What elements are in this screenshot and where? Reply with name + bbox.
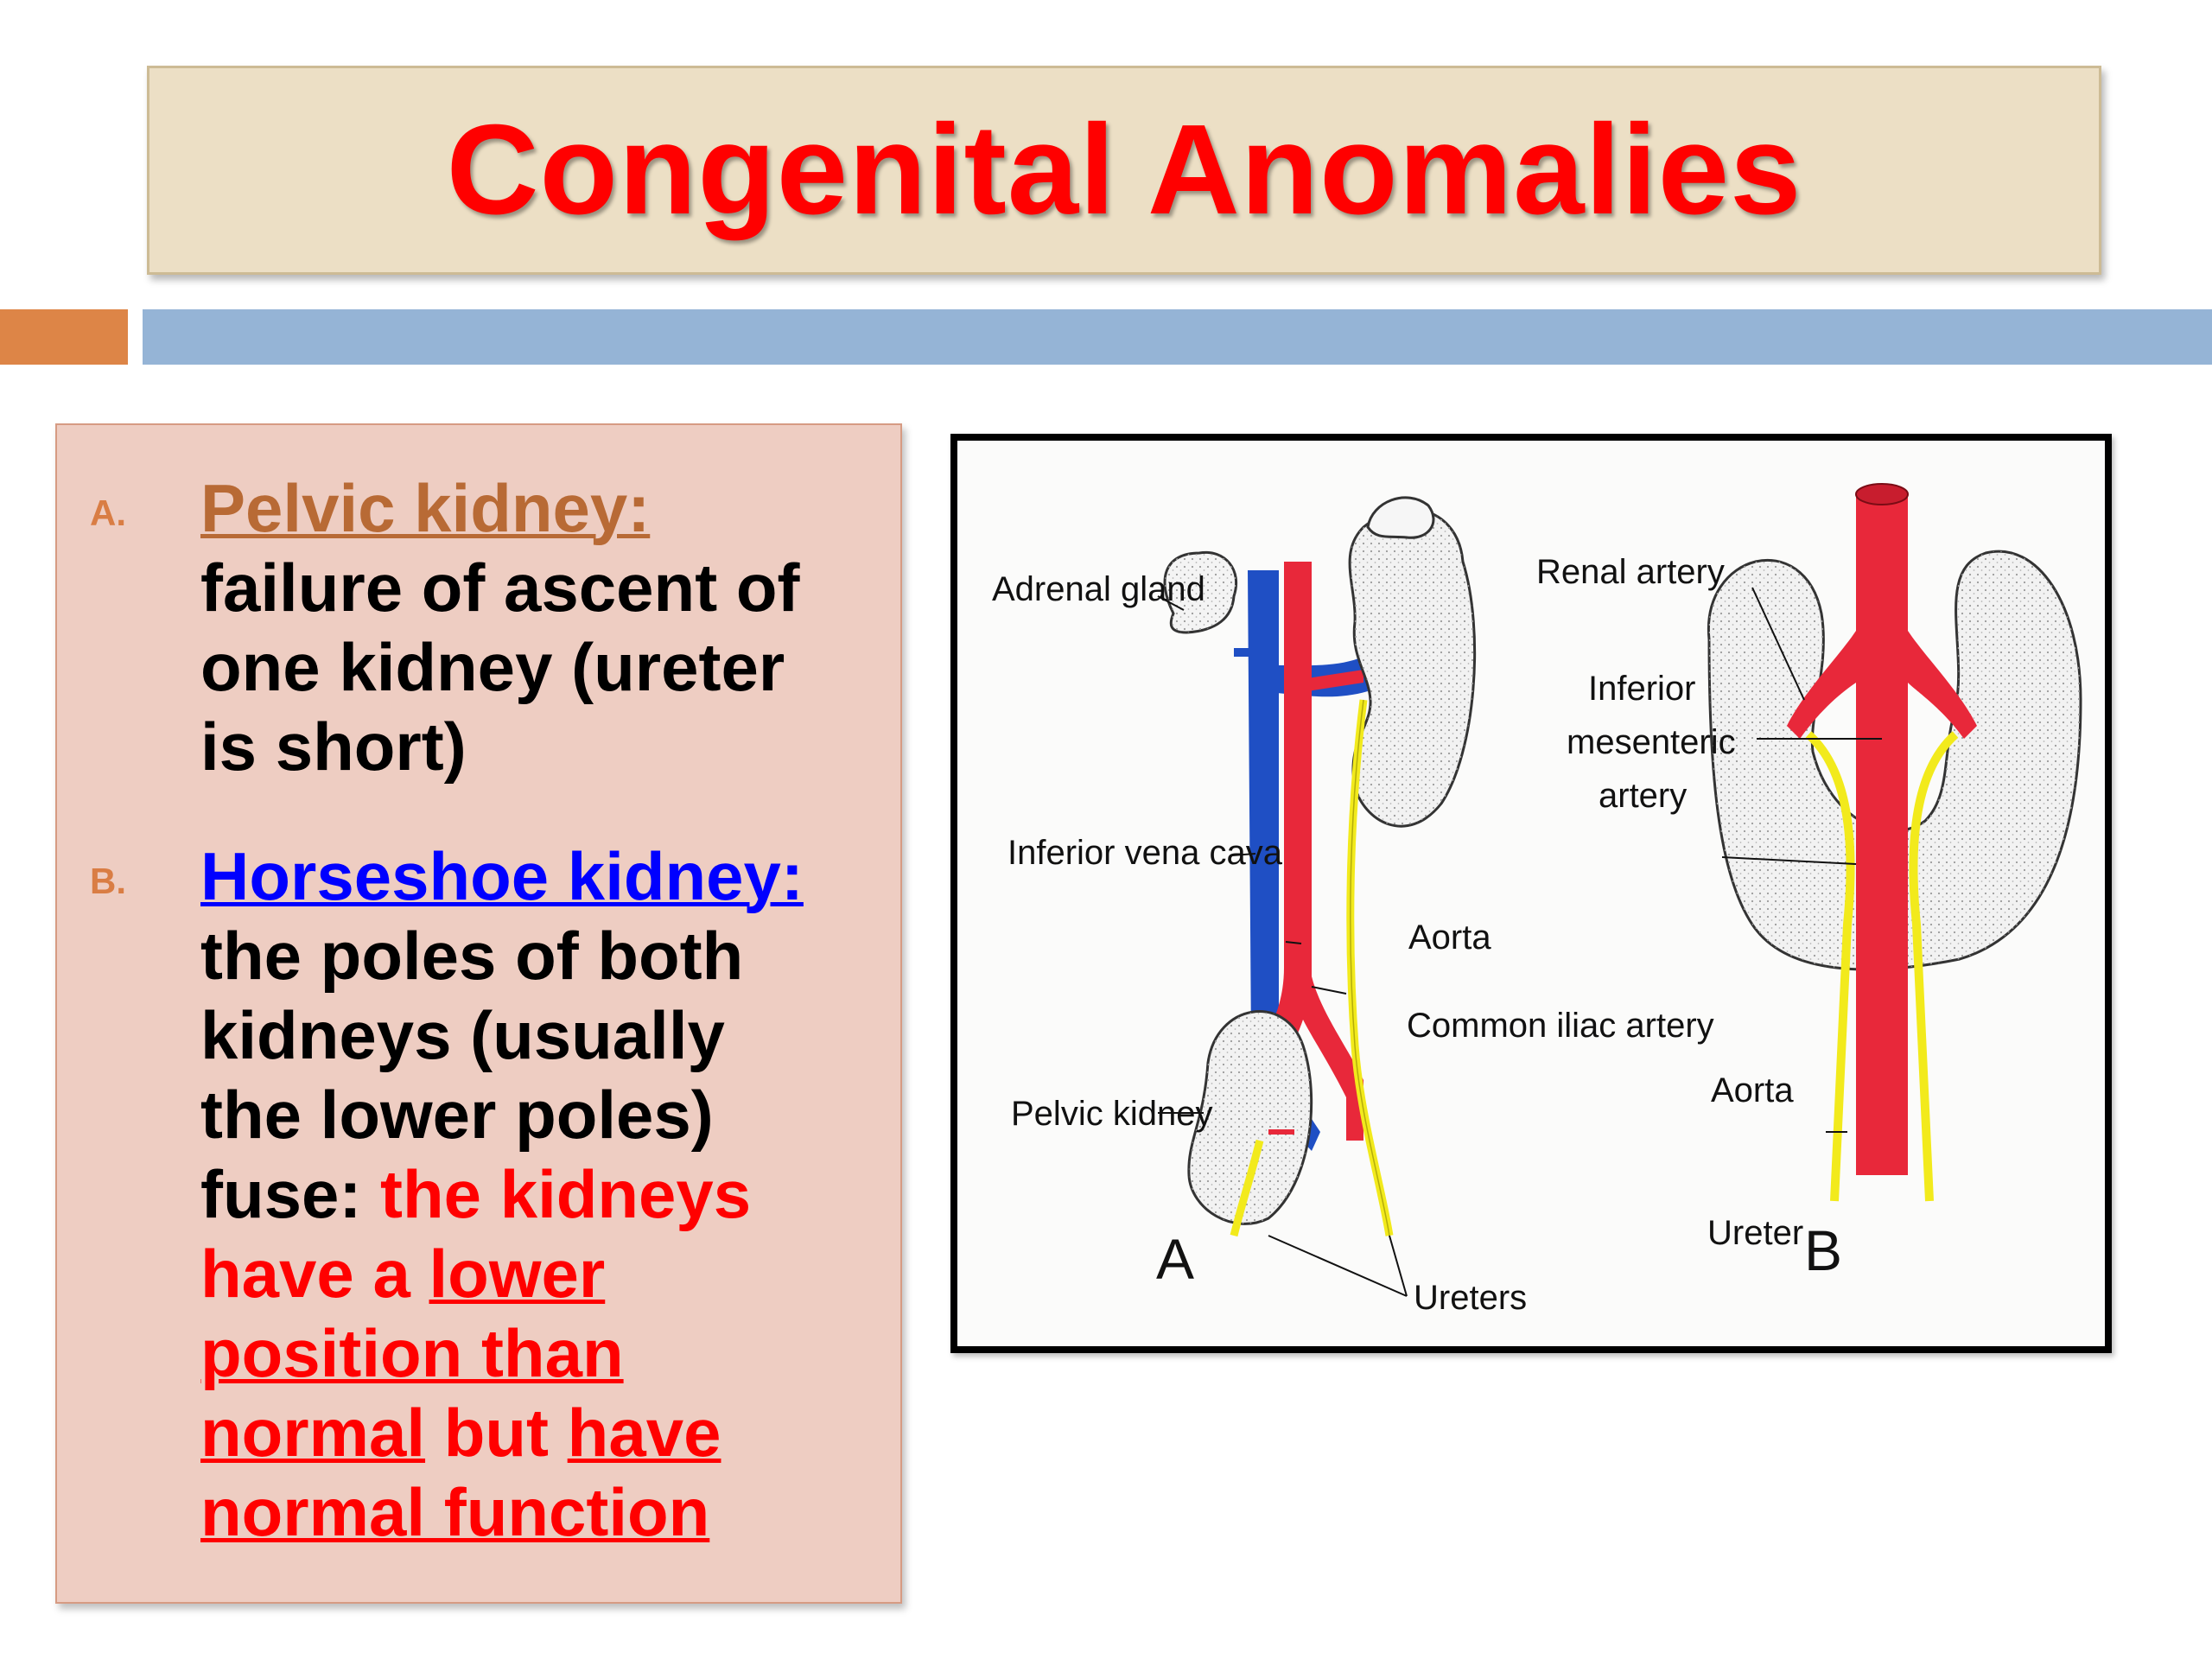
label-aorta-b: Aorta	[1711, 1071, 1794, 1109]
title-box: Congenital Anomalies	[147, 66, 2101, 275]
label-panel-a: A	[1156, 1227, 1194, 1291]
item-pelvic-kidney: Pelvic kidney: failure of ascent of one …	[200, 468, 892, 786]
pelvic-kidney-line: one kidney (ureter	[200, 627, 892, 707]
label-panel-b: B	[1804, 1218, 1842, 1282]
label-renal-artery: Renal artery	[1536, 553, 1725, 591]
pelvic-kidney-line: failure of ascent of	[200, 548, 892, 627]
pelvic-kidney-heading: Pelvic kidney:	[200, 468, 892, 548]
accent-bar-blue	[143, 309, 2212, 365]
label-pelvic-kidney: Pelvic kidney	[1011, 1095, 1212, 1133]
label-ureter: Ureter	[1707, 1214, 1803, 1252]
label-aorta-a: Aorta	[1408, 918, 1491, 957]
horseshoe-line: fuse: the kidneys	[200, 1154, 892, 1234]
pelvic-kidney-line: is short)	[200, 707, 892, 786]
item-horseshoe-kidney: Horseshoe kidney: the poles of both kidn…	[200, 836, 892, 1552]
text-panel: A. Pelvic kidney: failure of ascent of o…	[55, 423, 902, 1604]
slide-title: Congenital Anomalies	[447, 97, 1802, 244]
horseshoe-text: the	[200, 1077, 321, 1153]
horseshoe-emphasis: have a	[200, 1236, 429, 1312]
horseshoe-emphasis-underlined: lower	[429, 1236, 606, 1312]
label-inferior-mesenteric-3: artery	[1599, 777, 1687, 815]
accent-bar-orange	[0, 309, 128, 365]
label-inferior-mesenteric-2: mesenteric	[1567, 723, 1736, 761]
horseshoe-emphasis-underlined: have	[568, 1395, 721, 1471]
kidney-anomalies-diagram: Adrenal gland Inferior vena cava Aorta C…	[950, 434, 2112, 1353]
label-inferior-vena-cava: Inferior vena cava	[1007, 834, 1283, 872]
diagram-illustration: Adrenal gland Inferior vena cava Aorta C…	[957, 441, 2105, 1346]
horseshoe-line: normal but have	[200, 1393, 892, 1472]
horseshoe-kidney-heading: Horseshoe kidney:	[200, 836, 892, 916]
horseshoe-emphasis: the kidneys	[380, 1156, 751, 1232]
horseshoe-line: the poles of both	[200, 916, 892, 995]
label-adrenal-gland: Adrenal gland	[992, 570, 1205, 608]
item-marker-a: A.	[90, 493, 126, 534]
horseshoe-line: the lower poles)	[200, 1075, 892, 1154]
horseshoe-emphasis-underlined: normal	[200, 1395, 425, 1471]
horseshoe-text: lower poles)	[321, 1077, 714, 1153]
horseshoe-line: have a lower	[200, 1234, 892, 1313]
horseshoe-emphasis-underlined: position than	[200, 1315, 624, 1391]
label-ureters: Ureters	[1414, 1279, 1527, 1317]
label-inferior-mesenteric-1: Inferior	[1588, 670, 1696, 708]
horseshoe-text: fuse:	[200, 1156, 380, 1232]
item-marker-b: B.	[90, 861, 126, 902]
label-common-iliac-artery: Common iliac artery	[1407, 1007, 1714, 1045]
horseshoe-line: normal function	[200, 1472, 892, 1552]
horseshoe-line: kidneys (usually	[200, 995, 892, 1075]
horseshoe-emphasis: but	[425, 1395, 568, 1471]
horseshoe-emphasis-underlined: normal function	[200, 1474, 709, 1550]
horseshoe-line: position than	[200, 1313, 892, 1393]
